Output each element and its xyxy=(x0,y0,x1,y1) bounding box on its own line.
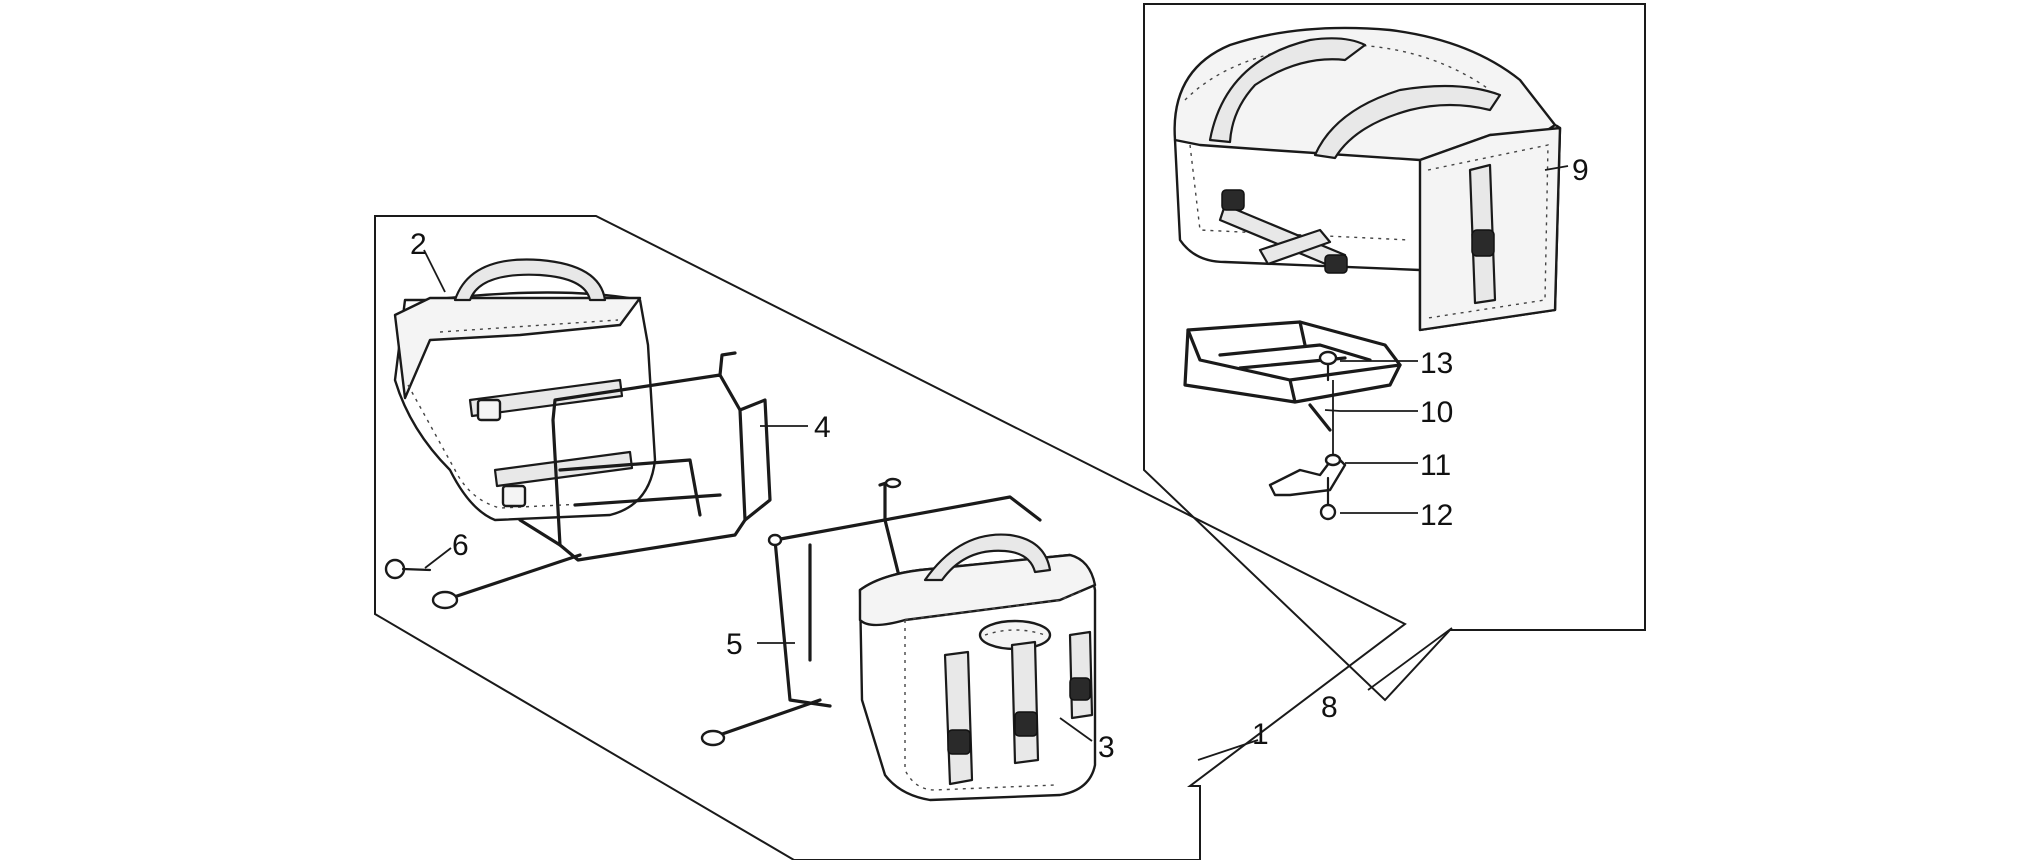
callout-6: 6 xyxy=(452,529,469,562)
left-saddlebag xyxy=(393,258,657,522)
callout-3: 3 xyxy=(1098,731,1115,764)
bolt-12 xyxy=(1319,476,1337,521)
leader-lines xyxy=(423,165,1569,742)
callouts: 2 4 6 5 3 1 8 9 13 10 11 12 xyxy=(410,154,1589,764)
callout-10: 10 xyxy=(1420,396,1453,429)
right-saddlebag xyxy=(858,533,1097,802)
callout-8: 8 xyxy=(1321,691,1338,724)
callout-13: 13 xyxy=(1420,347,1453,380)
bolt-6 xyxy=(384,558,432,580)
right-rack xyxy=(700,477,1042,747)
group-leaders xyxy=(1197,627,1453,761)
left-rack xyxy=(431,351,772,610)
top-case xyxy=(1173,26,1562,332)
callout-12: 12 xyxy=(1420,499,1453,532)
callout-9: 9 xyxy=(1572,154,1589,187)
callout-11: 11 xyxy=(1420,449,1451,482)
top-rack xyxy=(1183,320,1402,432)
callout-5: 5 xyxy=(726,628,743,661)
callout-4: 4 xyxy=(814,411,831,444)
callout-1: 1 xyxy=(1252,718,1269,751)
side-cases-frame xyxy=(374,215,1407,860)
clamp-11 xyxy=(1268,453,1347,497)
callout-2: 2 xyxy=(410,228,427,261)
